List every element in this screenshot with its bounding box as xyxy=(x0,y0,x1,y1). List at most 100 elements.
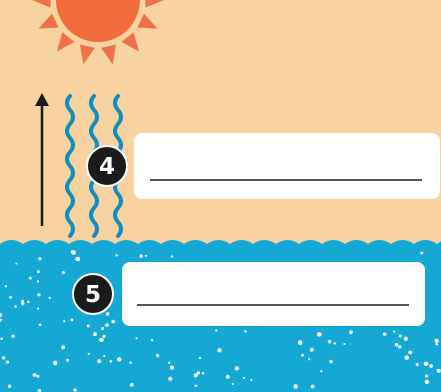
speckle xyxy=(115,254,117,256)
speckle xyxy=(429,364,433,368)
speckle xyxy=(334,342,336,344)
speckle xyxy=(99,338,103,342)
speckle xyxy=(226,375,230,379)
speckle xyxy=(405,355,410,360)
answer-box-4[interactable] xyxy=(134,133,440,199)
speckle xyxy=(14,305,17,308)
badge-number: 4 xyxy=(99,154,115,180)
speckle xyxy=(130,383,134,387)
answer-box-5[interactable] xyxy=(122,262,425,326)
speckle xyxy=(424,362,429,367)
speckle xyxy=(61,345,65,349)
speckle xyxy=(151,339,153,341)
speckle xyxy=(21,300,24,303)
speckle xyxy=(15,262,17,264)
speckle xyxy=(6,361,9,364)
speckle xyxy=(136,337,138,339)
speckle xyxy=(398,345,401,348)
speckle xyxy=(317,332,322,337)
speckle xyxy=(244,330,246,332)
speckle xyxy=(38,257,41,260)
speckle xyxy=(139,254,142,257)
number-badge-5: 5 xyxy=(73,274,113,314)
speckle xyxy=(320,370,322,372)
speckle xyxy=(393,330,395,332)
speckle xyxy=(436,343,438,345)
speckle xyxy=(298,340,303,345)
speckle xyxy=(235,366,239,370)
speckle xyxy=(301,354,304,357)
speckle xyxy=(103,335,106,338)
speckle xyxy=(156,354,159,357)
speckle xyxy=(437,369,441,373)
speckle xyxy=(195,385,198,388)
speckle xyxy=(37,270,40,273)
speckle xyxy=(9,296,12,299)
speckle xyxy=(37,293,40,296)
speckle xyxy=(416,363,419,366)
speckle xyxy=(87,324,90,327)
speckle xyxy=(97,359,101,363)
speckle xyxy=(311,385,315,389)
speckle xyxy=(63,320,65,322)
speckle xyxy=(101,327,104,330)
speckle xyxy=(197,371,200,374)
speckle xyxy=(145,255,147,257)
speckle xyxy=(202,372,204,374)
speckle xyxy=(328,340,332,344)
speckle xyxy=(75,257,80,262)
speckle xyxy=(109,360,112,363)
speckle xyxy=(105,323,109,327)
speckle xyxy=(39,323,42,326)
speckle xyxy=(27,300,30,303)
speckle xyxy=(93,332,97,336)
speckle xyxy=(29,277,32,280)
speckle xyxy=(33,374,35,376)
speckle xyxy=(425,374,428,377)
speckle xyxy=(71,319,74,322)
speckle xyxy=(168,377,172,381)
speckle xyxy=(194,373,198,377)
speckle xyxy=(8,385,11,388)
speckle xyxy=(425,380,429,384)
speckle xyxy=(215,329,217,331)
speckle xyxy=(106,312,109,315)
speckle xyxy=(88,353,90,355)
speckle xyxy=(383,333,386,336)
speckle xyxy=(308,358,310,360)
speckle xyxy=(53,361,58,366)
speckle xyxy=(37,307,39,309)
speckle xyxy=(343,343,345,345)
speckle xyxy=(117,357,121,361)
speckle xyxy=(199,357,201,359)
speckle xyxy=(0,338,2,340)
speckle xyxy=(62,271,65,274)
speckle xyxy=(37,375,40,378)
speckle xyxy=(72,250,76,254)
speckle xyxy=(243,377,245,379)
speckle xyxy=(49,297,51,299)
speckle xyxy=(66,359,69,362)
speckle xyxy=(250,379,252,381)
speckle xyxy=(2,356,5,359)
speckle xyxy=(434,339,438,343)
speckle xyxy=(168,361,170,363)
speckle xyxy=(37,280,39,282)
speckle xyxy=(103,355,105,357)
speckle xyxy=(349,330,353,334)
badge-number: 5 xyxy=(85,282,101,308)
speckle xyxy=(293,384,297,388)
speckle xyxy=(73,388,76,391)
speckle xyxy=(404,337,408,341)
speckle xyxy=(420,252,423,255)
speckle xyxy=(329,360,332,363)
speckle xyxy=(11,334,14,337)
speckle xyxy=(171,255,173,257)
speckle xyxy=(5,285,7,287)
speckle xyxy=(111,320,115,324)
speckle xyxy=(129,362,131,364)
speckle xyxy=(217,348,221,352)
speckle xyxy=(170,366,174,370)
